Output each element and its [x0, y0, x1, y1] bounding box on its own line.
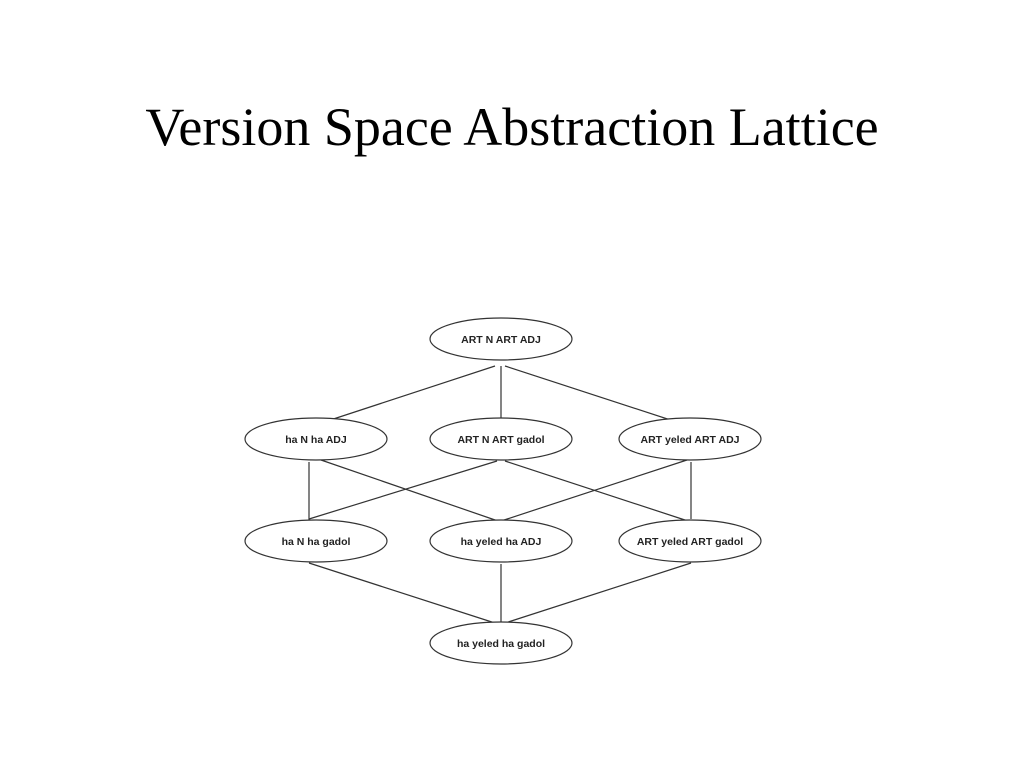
lattice-node-n5: ha yeled ha ADJ — [429, 519, 573, 563]
lattice-edge-n2-n4 — [308, 460, 498, 520]
node-ellipse — [429, 417, 573, 461]
lattice-node-n0: ART N ART ADJ — [429, 317, 573, 361]
node-label: ART yeled ART ADJ — [641, 434, 740, 446]
node-label: ART N ART gadol — [457, 434, 544, 446]
slide-title: Version Space Abstraction Lattice — [145, 97, 879, 157]
node-ellipse — [244, 417, 388, 461]
lattice-node-n7: ha yeled ha gadol — [429, 621, 573, 665]
lattice-edge-n1-n5 — [320, 459, 499, 522]
edge-layer — [308, 365, 693, 625]
lattice-edge-n0-n1 — [308, 365, 496, 428]
node-label: ha N ha gadol — [282, 536, 351, 548]
lattice-node-n2: ART N ART gadol — [429, 417, 573, 461]
node-label: ART yeled ART gadol — [637, 536, 743, 548]
node-ellipse — [429, 317, 573, 361]
node-ellipse — [429, 621, 573, 665]
node-ellipse — [618, 417, 762, 461]
lattice-edge-n4-n7 — [308, 562, 499, 625]
lattice-edge-n2-n6 — [504, 460, 689, 522]
lattice-edge-n3-n5 — [500, 459, 688, 522]
lattice-node-n4: ha N ha gadol — [244, 519, 388, 563]
node-label: ha yeled ha gadol — [457, 638, 545, 650]
node-label: ha N ha ADJ — [285, 434, 347, 446]
lattice-edge-n6-n7 — [501, 562, 692, 625]
lattice-node-n1: ha N ha ADJ — [244, 417, 388, 461]
lattice-edge-n0-n3 — [504, 365, 693, 428]
lattice-node-n6: ART yeled ART gadol — [618, 519, 762, 563]
node-label: ART N ART ADJ — [461, 334, 541, 346]
lattice-node-n3: ART yeled ART ADJ — [618, 417, 762, 461]
node-label: ha yeled ha ADJ — [461, 536, 542, 548]
node-ellipse — [618, 519, 762, 563]
node-ellipse — [244, 519, 388, 563]
node-ellipse — [429, 519, 573, 563]
